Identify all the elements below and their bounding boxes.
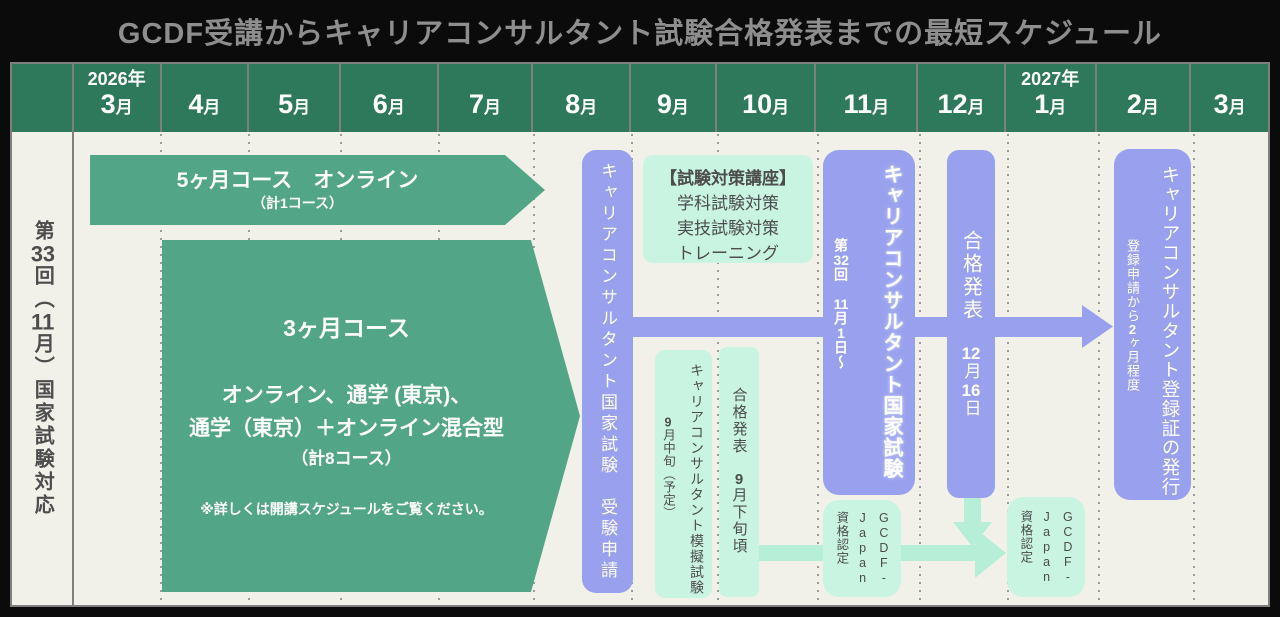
- month-unit: 月: [772, 98, 790, 117]
- month-unit: 月: [671, 98, 689, 117]
- result-announcement-label: 合格発表 12月16日: [959, 230, 982, 419]
- month-unit: 月: [872, 98, 890, 117]
- month-unit: 月: [967, 98, 985, 117]
- month-gridline: [717, 134, 719, 603]
- month-gridline: [1007, 134, 1009, 603]
- month-gridline: [817, 134, 819, 603]
- sidebar-label: 第33回（11月）国家試験対応: [30, 220, 56, 517]
- month-number: 10: [742, 89, 773, 119]
- course-5month-count: （計1コース）: [251, 195, 344, 211]
- month-number: 4: [188, 89, 204, 119]
- month-unit: 月: [293, 98, 311, 117]
- national-exam-bar: キャリアコンサルタント国家試験 第32回 11月1日～: [823, 150, 915, 495]
- registration-cert-label: キャリアコンサルタント登録証の発行: [1160, 165, 1181, 497]
- month-number: 3: [1213, 89, 1229, 119]
- month-number: 3: [100, 89, 116, 119]
- title-bar: GCDF受講からキャリアコンサルタント試験合格発表までの最短スケジュール: [0, 0, 1280, 62]
- result-announcement-bar: 合格発表 12月16日: [947, 150, 995, 498]
- exam-application-label: キャリアコンサルタント国家試験 受験申請: [598, 161, 617, 582]
- month-unit: 月: [1049, 98, 1067, 117]
- month-unit: 月: [580, 98, 598, 117]
- month-gridline: [160, 134, 162, 603]
- prep-course-item-gakka: 学科試験対策: [677, 194, 779, 213]
- month-gridline: [1098, 134, 1100, 603]
- month-number: 1: [1034, 89, 1050, 119]
- year-label: 2026年: [87, 69, 146, 89]
- mock-exam-box: キャリアコンサルタント模擬試験 9月中旬（予定）: [655, 350, 712, 598]
- registration-cert-bar: キャリアコンサルタント登録証の発行 登録申請から2ヶ月程度: [1114, 149, 1191, 500]
- course-3month-format1: オンライン、通学 (東京)、: [221, 384, 472, 407]
- month-number: 11: [843, 89, 873, 119]
- month-unit: 月: [484, 98, 501, 117]
- sidebar-exam-round: 第33回（11月）国家試験対応: [12, 132, 74, 605]
- prep-course-item-training: トレーニング: [677, 244, 779, 263]
- month-number: 6: [372, 89, 388, 119]
- month-number: 5: [278, 89, 294, 119]
- header-corner-cell: [12, 64, 74, 132]
- exam-application-bar: キャリアコンサルタント国家試験 受験申請: [582, 150, 633, 593]
- registration-cert-note: 登録申請から2ヶ月程度: [1125, 239, 1140, 392]
- month-number: 8: [565, 89, 581, 119]
- national-exam-date: 第32回 11月1日～: [833, 238, 849, 370]
- month-unit: 月: [203, 98, 221, 117]
- mock-result-label: 合格発表 9月下旬頃: [730, 387, 748, 555]
- course-3month-format2: 通学（東京）＋オンライン混合型: [189, 417, 504, 440]
- course-5month-title: 5ヶ月コース オンライン: [176, 169, 419, 192]
- month-number: 7: [468, 89, 484, 119]
- timeline-body: 第33回（11月）国家試験対応 5ヶ月コース オンライン （計1コース） 3ヶ: [12, 132, 1268, 605]
- prep-course-title: 【試験対策講座】: [660, 169, 796, 188]
- prep-course-item-jitsugi: 実技試験対策: [677, 219, 779, 238]
- month-gridline: [1193, 134, 1195, 603]
- year-label: 2027年: [1021, 69, 1080, 89]
- month-number: 2: [1126, 89, 1142, 119]
- mock-exam-date: 9月中旬（予定）: [661, 416, 675, 520]
- prep-course-box: 【試験対策講座】 学科試験対策 実技試験対策 トレーニング: [643, 155, 813, 263]
- course-3month-title: 3ヶ月コース: [283, 315, 410, 341]
- course-5month-arrow: 5ヶ月コース オンライン （計1コース）: [90, 155, 545, 225]
- national-exam-label: キャリアコンサルタント国家試験: [880, 164, 902, 479]
- month-unit: 月: [115, 98, 133, 117]
- month-gridline: [919, 134, 921, 603]
- month-number: 12: [937, 89, 968, 119]
- mock-result-box: 合格発表 9月下旬頃: [719, 347, 759, 597]
- month-number: 9: [656, 89, 672, 119]
- page-title: GCDF受講からキャリアコンサルタント試験合格発表までの最短スケジュール: [117, 18, 1163, 50]
- month-unit: 月: [1228, 98, 1246, 117]
- mock-exam-label: キャリアコンサルタント模擬試験: [689, 363, 705, 596]
- course-3month-block: 3ヶ月コース オンライン、通学 (東京)、 通学（東京）＋オンライン混合型 （計…: [162, 240, 580, 592]
- month-unit: 月: [387, 98, 405, 117]
- course-3month-note: ※詳しくは開講スケジュールをご覧ください。: [200, 501, 493, 517]
- course-3month-count: （計8コース）: [291, 449, 402, 468]
- month-unit: 月: [1141, 98, 1159, 117]
